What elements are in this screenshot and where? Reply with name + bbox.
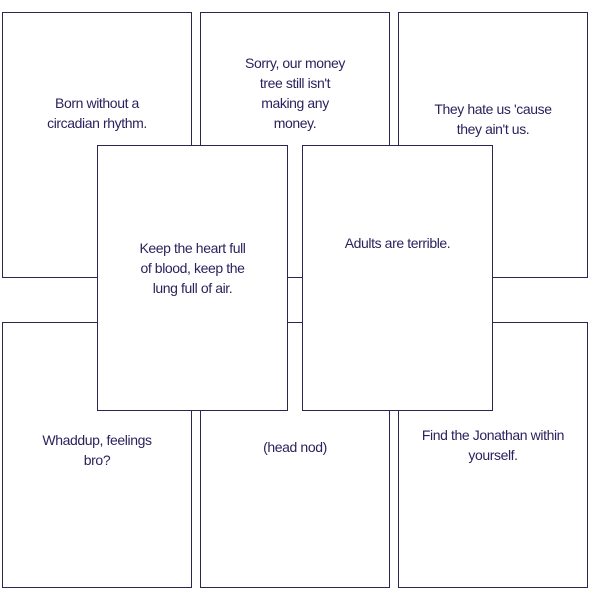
card-adults-are-terrible[interactable]: Adults are terrible. — [302, 145, 493, 411]
card-text: Born without a circadian rhythm. — [47, 95, 147, 131]
card-text: Keep the heart full of blood, keep the l… — [139, 240, 246, 296]
card-text: They hate us 'cause they ain't us. — [434, 101, 552, 137]
card-text: (head nod) — [263, 439, 327, 455]
card-text: Sorry, our money tree still isn't making… — [245, 55, 345, 131]
card-text: Whaddup, feelings bro? — [42, 432, 152, 468]
card-keep-the-heart-full[interactable]: Keep the heart full of blood, keep the l… — [97, 145, 288, 411]
card-text: Adults are terrible. — [344, 235, 451, 251]
card-text: Find the Jonathan within yourself. — [421, 427, 565, 463]
